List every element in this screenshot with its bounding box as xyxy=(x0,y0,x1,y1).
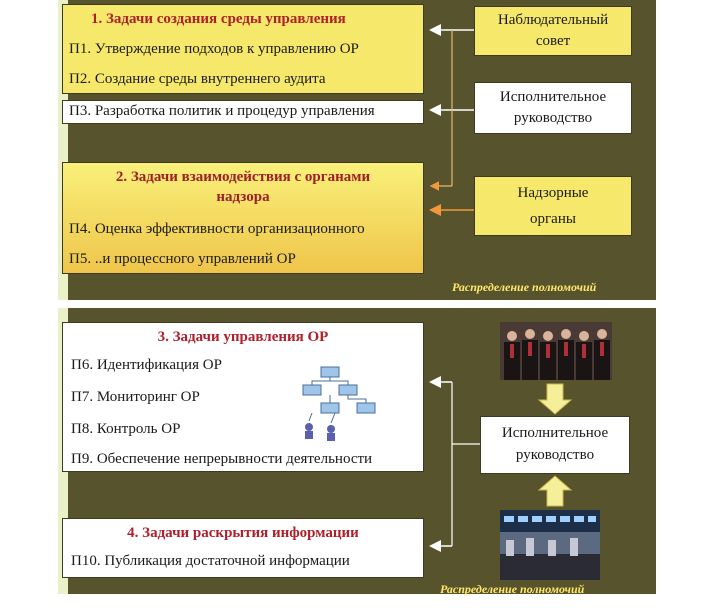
item-p3: П3. Разработка политик и процедур управл… xyxy=(69,103,375,119)
group3-box: 3. Задачи управления ОР П6. Идентификаци… xyxy=(62,322,424,472)
group4-box: 4. Задачи раскрытия информации П10. Публ… xyxy=(62,518,424,578)
group1-box: 1. Задачи создания среды управления П1. … xyxy=(62,4,424,94)
trading-room-photo xyxy=(500,510,600,580)
supervisory-authorities-line2: органы xyxy=(530,211,576,227)
executive-management-top-line2: руководство xyxy=(513,110,593,126)
board-members-image xyxy=(500,322,612,380)
item-p4: П4. Оценка эффективности организационног… xyxy=(69,221,365,237)
supervisory-authorities-line1: Надзорные xyxy=(517,185,589,201)
item-p2: П2. Создание среды внутреннего аудита xyxy=(69,71,326,87)
supervisory-authorities-box: Надзорные органы xyxy=(474,176,632,236)
executive-management-box-bottom: Исполнительное руководство xyxy=(480,416,630,474)
group2-box: 2. Задачи взаимодействия с органами надз… xyxy=(62,162,424,274)
top-left-strip xyxy=(58,0,68,300)
item-p1: П1. Утверждение подходов к управлению ОР xyxy=(69,41,359,57)
item-p7: П7. Мониторинг ОР xyxy=(71,389,200,405)
item-p5: П5. ..и процессного управлений ОР xyxy=(69,251,296,267)
item3-box: П3. Разработка политик и процедур управл… xyxy=(62,100,424,124)
group3-title: 3. Задачи управления ОР xyxy=(157,329,329,345)
item-p10: П10. Публикация достаточной информации xyxy=(71,553,350,569)
executive-management-top-line1: Исполнительное xyxy=(499,89,607,105)
supervisory-board-line1: Наблюдательный xyxy=(497,12,609,28)
arrow-trading-to-exec xyxy=(537,475,573,507)
bottom-footer: Распределение полномочий xyxy=(440,582,585,596)
group4-title: 4. Задачи раскрытия информации xyxy=(127,525,359,541)
group2-title-line1: 2. Задачи взаимодействия с органами xyxy=(115,169,371,185)
arrow-board-to-exec xyxy=(537,383,573,415)
network-diagram-icon xyxy=(302,366,376,441)
item-p9: П9. Обеспечение непрерывности деятельнос… xyxy=(71,451,373,467)
group2-title-line2: надзора xyxy=(216,189,270,205)
trading-room-image xyxy=(500,510,600,580)
supervisory-board-line2: совет xyxy=(535,33,571,49)
board-photo xyxy=(500,322,612,380)
executive-management-bottom-line2: руководство xyxy=(515,447,595,463)
supervisory-board-box: Наблюдательный совет xyxy=(474,6,632,56)
item-p6: П6. Идентификация ОР xyxy=(71,357,222,373)
executive-management-bottom-line1: Исполнительное xyxy=(501,425,609,441)
group1-title: 1. Задачи создания среды управления xyxy=(91,11,346,27)
top-footer: Распределение полномочий xyxy=(452,280,597,294)
executive-management-box-top: Исполнительное руководство xyxy=(474,82,632,134)
item-p8: П8. Контроль ОР xyxy=(71,421,181,437)
